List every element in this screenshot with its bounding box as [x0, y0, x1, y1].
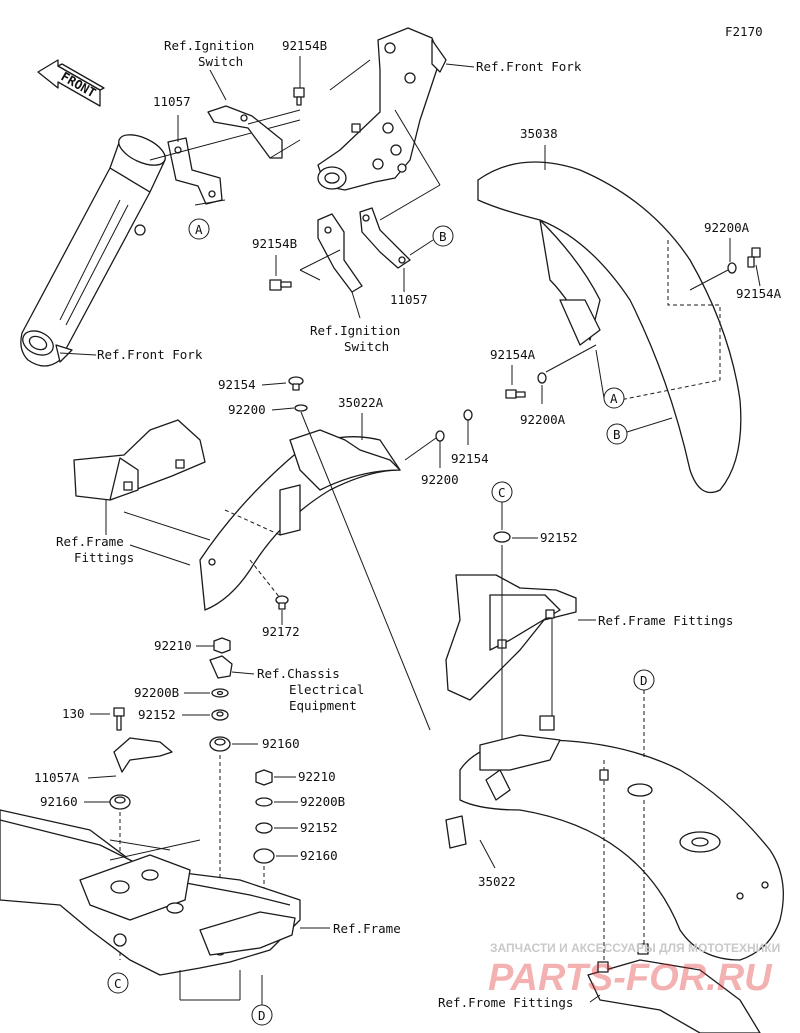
- fender-35038: [477, 161, 742, 494]
- bolt-92172: [275, 595, 289, 610]
- label-35022A: 35022A: [338, 395, 384, 410]
- washer-92200A-lower: [537, 372, 547, 384]
- label-92160-right: 92160: [300, 848, 338, 863]
- ref-frame: Ref.Frame: [333, 921, 401, 936]
- bolt-130: [113, 707, 125, 731]
- label-92200-right: 92200: [421, 472, 459, 487]
- label-92160-lower: 92160: [40, 794, 78, 809]
- bolt-92154B-lower: [269, 279, 292, 291]
- callout-A-left-text: A: [195, 222, 203, 237]
- callout-D-bottom-text: D: [258, 1008, 266, 1023]
- bracket-11057-left: [167, 137, 223, 205]
- label-92160-left: 92160: [262, 736, 300, 751]
- guide-35038: [619, 240, 721, 401]
- label-92152-right: 92152: [540, 530, 578, 545]
- label-92154A-top: 92154A: [736, 286, 782, 301]
- label-92200A-lower: 92200A: [520, 412, 566, 427]
- callout-B-top: [432, 225, 454, 247]
- label-92154B-lower: 92154B: [252, 236, 297, 251]
- washer-92200-right: [435, 430, 445, 442]
- label-92154-left: 92154: [218, 377, 256, 392]
- ref-chassis-2: Electrical: [289, 682, 364, 697]
- label-92200A-top: 92200A: [704, 220, 750, 235]
- grommet-92160-right: [253, 848, 275, 864]
- callout-C-top-text: C: [498, 485, 506, 500]
- nut-92152-right: [493, 531, 511, 543]
- label-92154-right: 92154: [451, 451, 489, 466]
- callout-A-right-text: A: [610, 391, 618, 406]
- callout-C-bottom-text: C: [114, 976, 122, 991]
- label-130: 130: [62, 706, 85, 721]
- front-fork-left: [20, 134, 166, 367]
- grommet-92160-left-top: [209, 736, 231, 752]
- label-11057-left: 11057: [153, 94, 191, 109]
- washer-92200B-left: [211, 688, 229, 698]
- ref-ignition-top-1: Ref.Ignition: [164, 38, 254, 53]
- ref-frame-fittings-left-2: Fittings: [74, 550, 134, 565]
- label-11057-right: 11057: [390, 292, 428, 307]
- frame: [0, 809, 301, 976]
- callout-B-right-text: B: [613, 427, 621, 442]
- label-35038: 35038: [520, 126, 558, 141]
- bolt-rear-d: [599, 769, 609, 781]
- ref-chassis-1: Ref.Chassis: [257, 666, 340, 681]
- nut-92210-left: [213, 637, 231, 654]
- callout-A-left: [188, 218, 210, 240]
- label-92152-left: 92152: [138, 707, 176, 722]
- fork-triple-clamp: [317, 27, 447, 191]
- fender-35022A: [199, 429, 401, 611]
- callout-D-top-text: D: [640, 673, 648, 688]
- bolt-92154B-top: [293, 87, 305, 106]
- frame-fittings-front: [73, 419, 206, 501]
- bracket-11057A: [113, 737, 173, 773]
- bolt-92154-right: [463, 409, 473, 421]
- label-92210-left: 92210: [154, 638, 192, 653]
- nut-92210-right: [255, 769, 273, 786]
- ref-ignition-lower-1: Ref.Ignition: [310, 323, 400, 338]
- label-11057A: 11057A: [34, 770, 80, 785]
- figure-code: F2170: [725, 24, 763, 39]
- nut-92152-left: [211, 709, 229, 721]
- washer-92200A-top: [727, 262, 737, 274]
- watermark-line2: PARTS-FOR.RU: [488, 957, 773, 999]
- ref-frame-fittings-right: Ref.Frame Fittings: [598, 613, 733, 628]
- bolt-92154-left: [288, 376, 304, 391]
- label-92200B-right: 92200B: [300, 794, 345, 809]
- frame-fittings-bottom: [587, 943, 761, 1033]
- ref-front-fork-top: Ref.Front Fork: [476, 59, 582, 74]
- ref-frome-fittings-bottom: Ref.Frome Fittings: [438, 995, 573, 1010]
- ref-front-fork-left: Ref.Front Fork: [97, 347, 203, 362]
- callout-C-bottom: [107, 972, 129, 994]
- ref-frame-fittings-left-1: Ref.Frame: [56, 534, 124, 549]
- front-direction-arrow: FRONT: [37, 59, 105, 107]
- callout-B-right: [606, 423, 628, 445]
- label-92152-right-lower: 92152: [300, 820, 338, 835]
- frame-fittings-rear: [445, 574, 577, 701]
- ref-chassis-3: Equipment: [289, 698, 357, 713]
- callout-B-top-text: B: [439, 229, 447, 244]
- label-92200B-left: 92200B: [134, 685, 179, 700]
- bracket-11057-right: [359, 207, 411, 269]
- ref-ignition-lower-2: Switch: [344, 339, 389, 354]
- label-92172: 92172: [262, 624, 300, 639]
- ignition-switch-bracket-lower: [317, 213, 363, 293]
- ref-ignition-top-2: Switch: [198, 54, 243, 69]
- ignition-switch-bracket-top: [207, 105, 283, 159]
- nut-92152-right-lower: [255, 822, 273, 834]
- washer-92200B-right: [255, 797, 273, 807]
- watermark-line1: ЗАПЧАСТИ И АКСЕССУАРЫ ДЛЯ МОТОТЕХНИКИ: [490, 941, 780, 955]
- bolt-92154A-lower: [505, 389, 526, 399]
- label-92210-right: 92210: [298, 769, 336, 784]
- label-92154B-top: 92154B: [282, 38, 327, 53]
- fender-35022: [445, 715, 784, 961]
- label-92154A-lower: 92154A: [490, 347, 536, 362]
- grommet-92160-lower: [109, 794, 131, 810]
- bolt-92154A-top: [747, 247, 761, 268]
- washer-92200-left: [294, 404, 308, 412]
- label-92200-left: 92200: [228, 402, 266, 417]
- connector-chassis: [209, 655, 233, 679]
- label-35022: 35022: [478, 874, 516, 889]
